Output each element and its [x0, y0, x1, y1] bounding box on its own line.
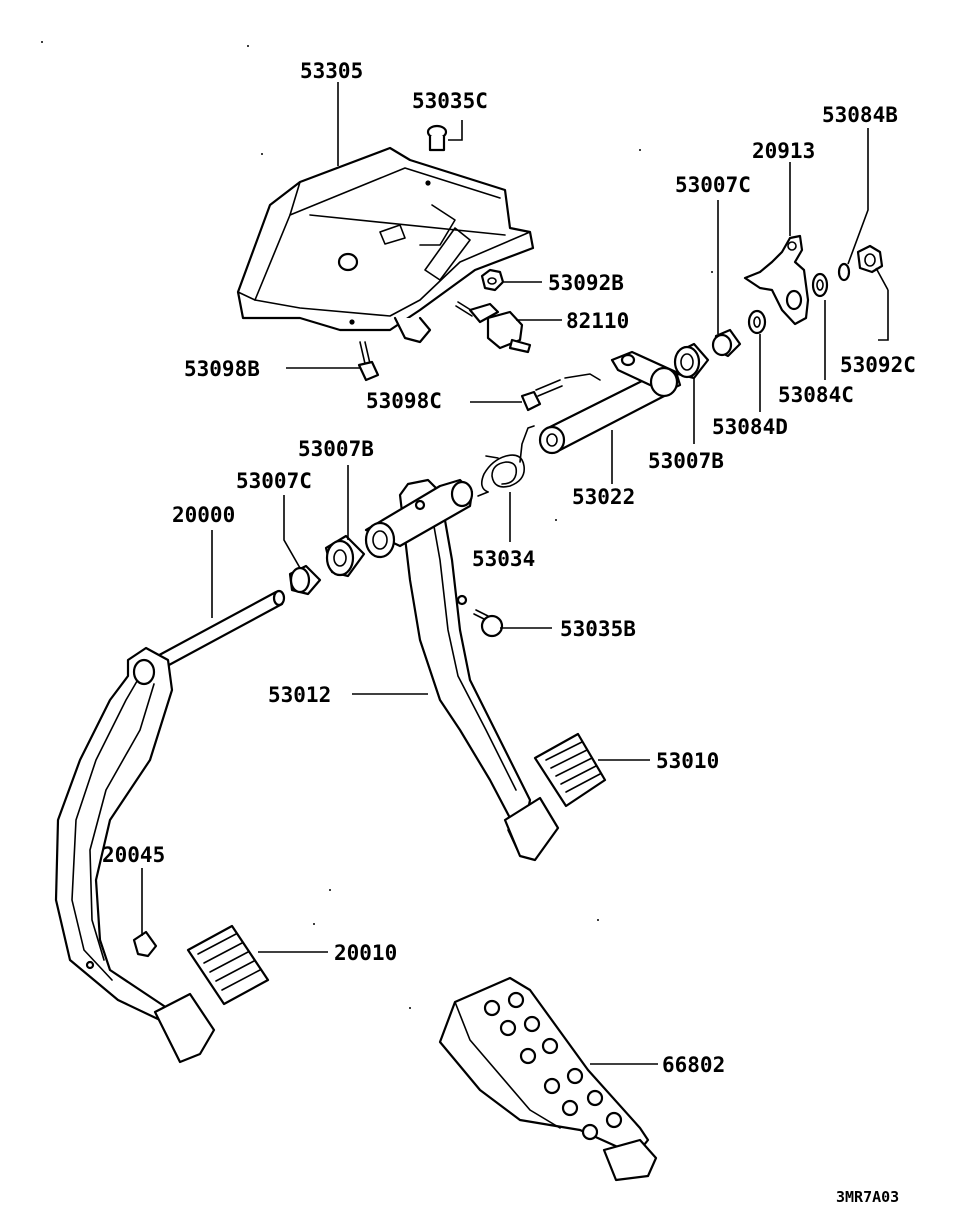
diagram-code: 3MR7A03 [836, 1188, 899, 1206]
label-53007b-left: 53007B [298, 437, 374, 461]
bushing-53007b-left [324, 534, 366, 578]
part-callouts: 53305 53035C 53084B 20913 53007C 53092B … [102, 59, 916, 1206]
label-53007c-top: 53007C [675, 173, 751, 197]
label-53007c-left: 53007C [236, 469, 312, 493]
label-82110: 82110 [566, 309, 629, 333]
clutch-pedal-arm [54, 646, 216, 1064]
label-20000: 20000 [172, 503, 235, 527]
label-53007b-right: 53007B [648, 449, 724, 473]
label-20045: 20045 [102, 843, 165, 867]
brake-pedal-pad-53010 [533, 732, 607, 808]
accelerator-pad-studs [483, 991, 623, 1141]
bolt-53098c [520, 379, 563, 412]
scan-specks [41, 41, 713, 1009]
label-20010: 20010 [334, 941, 397, 965]
washer-53084d [747, 309, 767, 335]
label-53012: 53012 [268, 683, 331, 707]
bushing-53007c-top [711, 328, 742, 358]
leader-lines [141, 82, 889, 1065]
label-53022: 53022 [572, 485, 635, 509]
bolt-53035c [426, 124, 448, 152]
accelerator-pedal-66802 [438, 976, 658, 1182]
brake-pedal-arm-53012 [364, 478, 560, 862]
label-66802: 66802 [662, 1053, 725, 1077]
label-53010: 53010 [656, 749, 719, 773]
label-53084b: 53084B [822, 103, 898, 127]
clutch-shaft-20000 [148, 589, 286, 674]
bushing-53007c-left [288, 564, 322, 596]
label-53092b: 53092B [548, 271, 624, 295]
return-spring-53034 [477, 425, 535, 497]
nut-53092c [856, 244, 884, 274]
nut-53092b [480, 268, 505, 292]
bolt-53098b [357, 341, 380, 382]
bushing-53007b-right [673, 342, 710, 380]
shaft-53022 [538, 350, 682, 455]
label-53098c: 53098C [366, 389, 442, 413]
pedal-bracket-53305 [236, 146, 535, 344]
lever-20913 [743, 234, 810, 326]
washer-53084b [837, 262, 851, 282]
label-53084c: 53084C [778, 383, 854, 407]
label-53035b: 53035B [560, 617, 636, 641]
bolt-53035b [473, 609, 504, 638]
label-53098b: 53098B [184, 357, 260, 381]
label-53092c: 53092C [840, 353, 916, 377]
label-53035c: 53035C [412, 89, 488, 113]
clutch-pedal-pad-20010 [186, 924, 270, 1006]
label-53034: 53034 [472, 547, 535, 571]
label-53084d: 53084D [712, 415, 788, 439]
stop-lamp-switch-82110 [455, 301, 532, 354]
label-53305: 53305 [300, 59, 363, 83]
clip-20045 [132, 930, 158, 958]
label-20913: 20913 [752, 139, 815, 163]
washer-53084c [811, 272, 829, 298]
